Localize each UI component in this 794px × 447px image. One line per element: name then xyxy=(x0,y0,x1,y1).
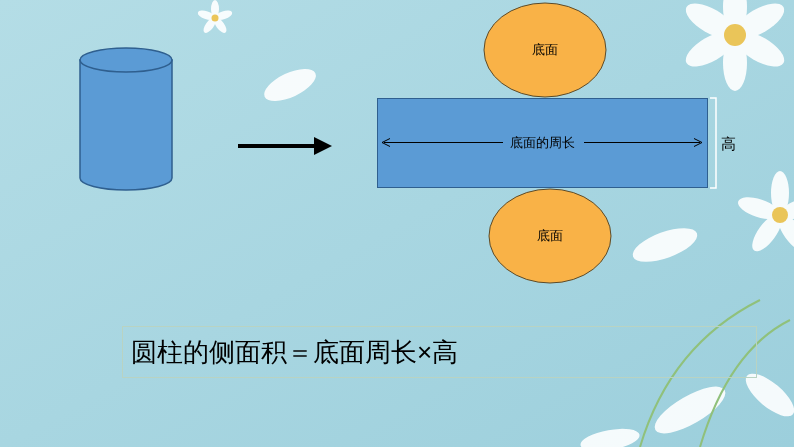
circle-fill xyxy=(484,3,606,97)
dimension-line xyxy=(384,142,503,143)
height-label: 高 xyxy=(721,135,736,154)
formula-box: 圆柱的侧面积＝底面周长×高 xyxy=(122,326,757,378)
base-circle: 底面 xyxy=(488,188,612,284)
node-label: 底面的周长 xyxy=(510,134,575,152)
cylinder-figure xyxy=(80,48,172,190)
unfold-arrow xyxy=(238,137,332,155)
flower-decoration xyxy=(197,0,794,447)
circle-fill xyxy=(489,189,611,283)
node-label: 底面 xyxy=(537,227,563,245)
node-label: 底面 xyxy=(532,41,558,59)
arrow-head xyxy=(382,139,390,147)
height-bracket xyxy=(710,98,716,188)
arrow-head xyxy=(694,139,702,147)
lateral-rectangle: 底面的周长 xyxy=(377,98,708,188)
base-circle: 底面 xyxy=(483,2,607,98)
dimension-line xyxy=(584,142,700,143)
formula-text: 圆柱的侧面积＝底面周长×高 xyxy=(131,335,458,370)
